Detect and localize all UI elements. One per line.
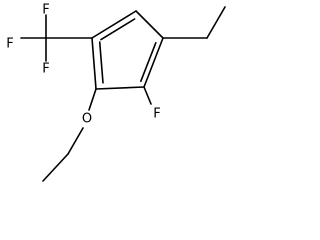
fluorine-label-top: F xyxy=(42,3,49,18)
fluorine-label-left: F xyxy=(6,37,13,52)
ring-bond-left-inner xyxy=(98,41,104,84)
ring-bond-top-inner xyxy=(100,18,136,41)
ring-bond-lower-right xyxy=(95,86,145,90)
ethyl-bond-2 xyxy=(206,6,226,39)
benzene-ring xyxy=(91,10,164,90)
ring-fluorine-bond xyxy=(143,86,152,105)
ethoxy-bond-o-ch2 xyxy=(67,127,84,155)
ethyl-group xyxy=(162,6,226,39)
trifluoromethyl-group xyxy=(20,14,93,62)
chemical-structure: F F F F O xyxy=(6,3,226,182)
fluorine-label-ring: F xyxy=(153,107,160,122)
ring-bond-right xyxy=(143,37,164,88)
ring-bond-left xyxy=(91,37,97,90)
ring-bond-upper-right xyxy=(135,10,164,39)
ethoxy-bond-ring-o xyxy=(88,88,97,111)
ring-bond-top xyxy=(91,10,137,39)
oxygen-label: O xyxy=(82,112,92,127)
ethoxy-bond-ch2-ch3 xyxy=(42,153,69,182)
ethoxy-group xyxy=(42,88,97,182)
ring-bond-right-inner xyxy=(140,41,157,83)
fluorine-label-bottom: F xyxy=(42,62,49,77)
